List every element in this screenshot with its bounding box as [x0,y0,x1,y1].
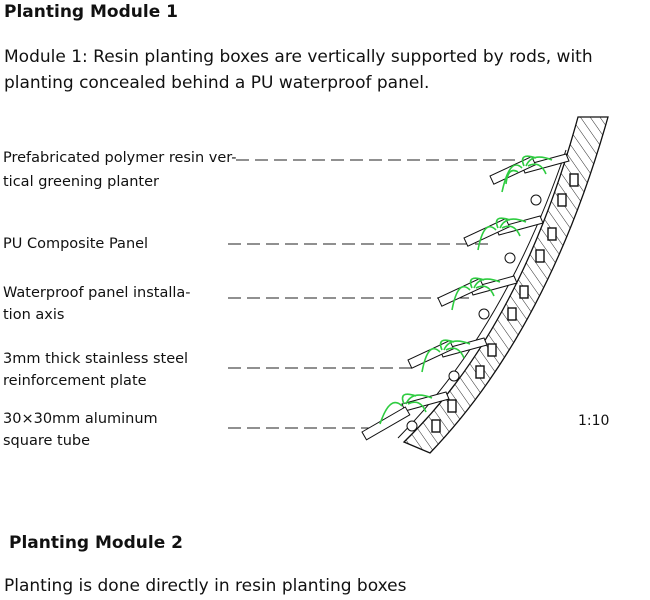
label-plate: 3mm thick stainless steel reinforcement … [3,348,188,392]
module2-description: Planting is done directly in resin plant… [4,576,407,596]
label-planter-line1: Prefabricated polymer resin ver- [3,150,237,166]
planting-unit-2 [463,215,557,264]
plant-foliage [421,339,471,373]
plant-foliage [501,155,553,193]
planting-unit-4 [407,337,497,382]
label-tube-line2: square tube [3,433,91,449]
module1-description: Module 1: Resin planting boxes are verti… [4,47,593,93]
label-pu-panel: PU Composite Panel [3,232,148,256]
label-planter-line2: tical greening planter [3,174,159,190]
module1-title: Planting Module 1 [4,2,178,22]
label-axis-line1: Waterproof panel installa- [3,285,191,301]
module2-title: Planting Module 2 [9,533,183,553]
label-axis: Waterproof panel installa- tion axis [3,282,191,326]
label-tube-line1: 30×30mm aluminum [3,411,158,427]
label-pu-panel-line1: PU Composite Panel [3,236,149,252]
planting-unit-1 [489,153,579,207]
scale-label: 1:10 [578,413,610,429]
label-planter: Prefabricated polymer resin ver- tical g… [3,146,237,194]
label-plate-line1: 3mm thick stainless steel [3,351,189,367]
plant-foliage [451,277,501,311]
planting-unit-5 [361,391,457,441]
label-plate-line2: reinforcement plate [3,373,147,389]
label-tube: 30×30mm aluminum square tube [3,408,158,452]
planting-unit-3 [437,275,529,321]
leader-lines [228,159,520,429]
label-axis-line2: tion axis [3,307,65,323]
plant-foliage [477,217,527,251]
plant-foliage [379,393,433,425]
curved-wall [402,116,609,454]
panel-layer-line [397,149,567,439]
